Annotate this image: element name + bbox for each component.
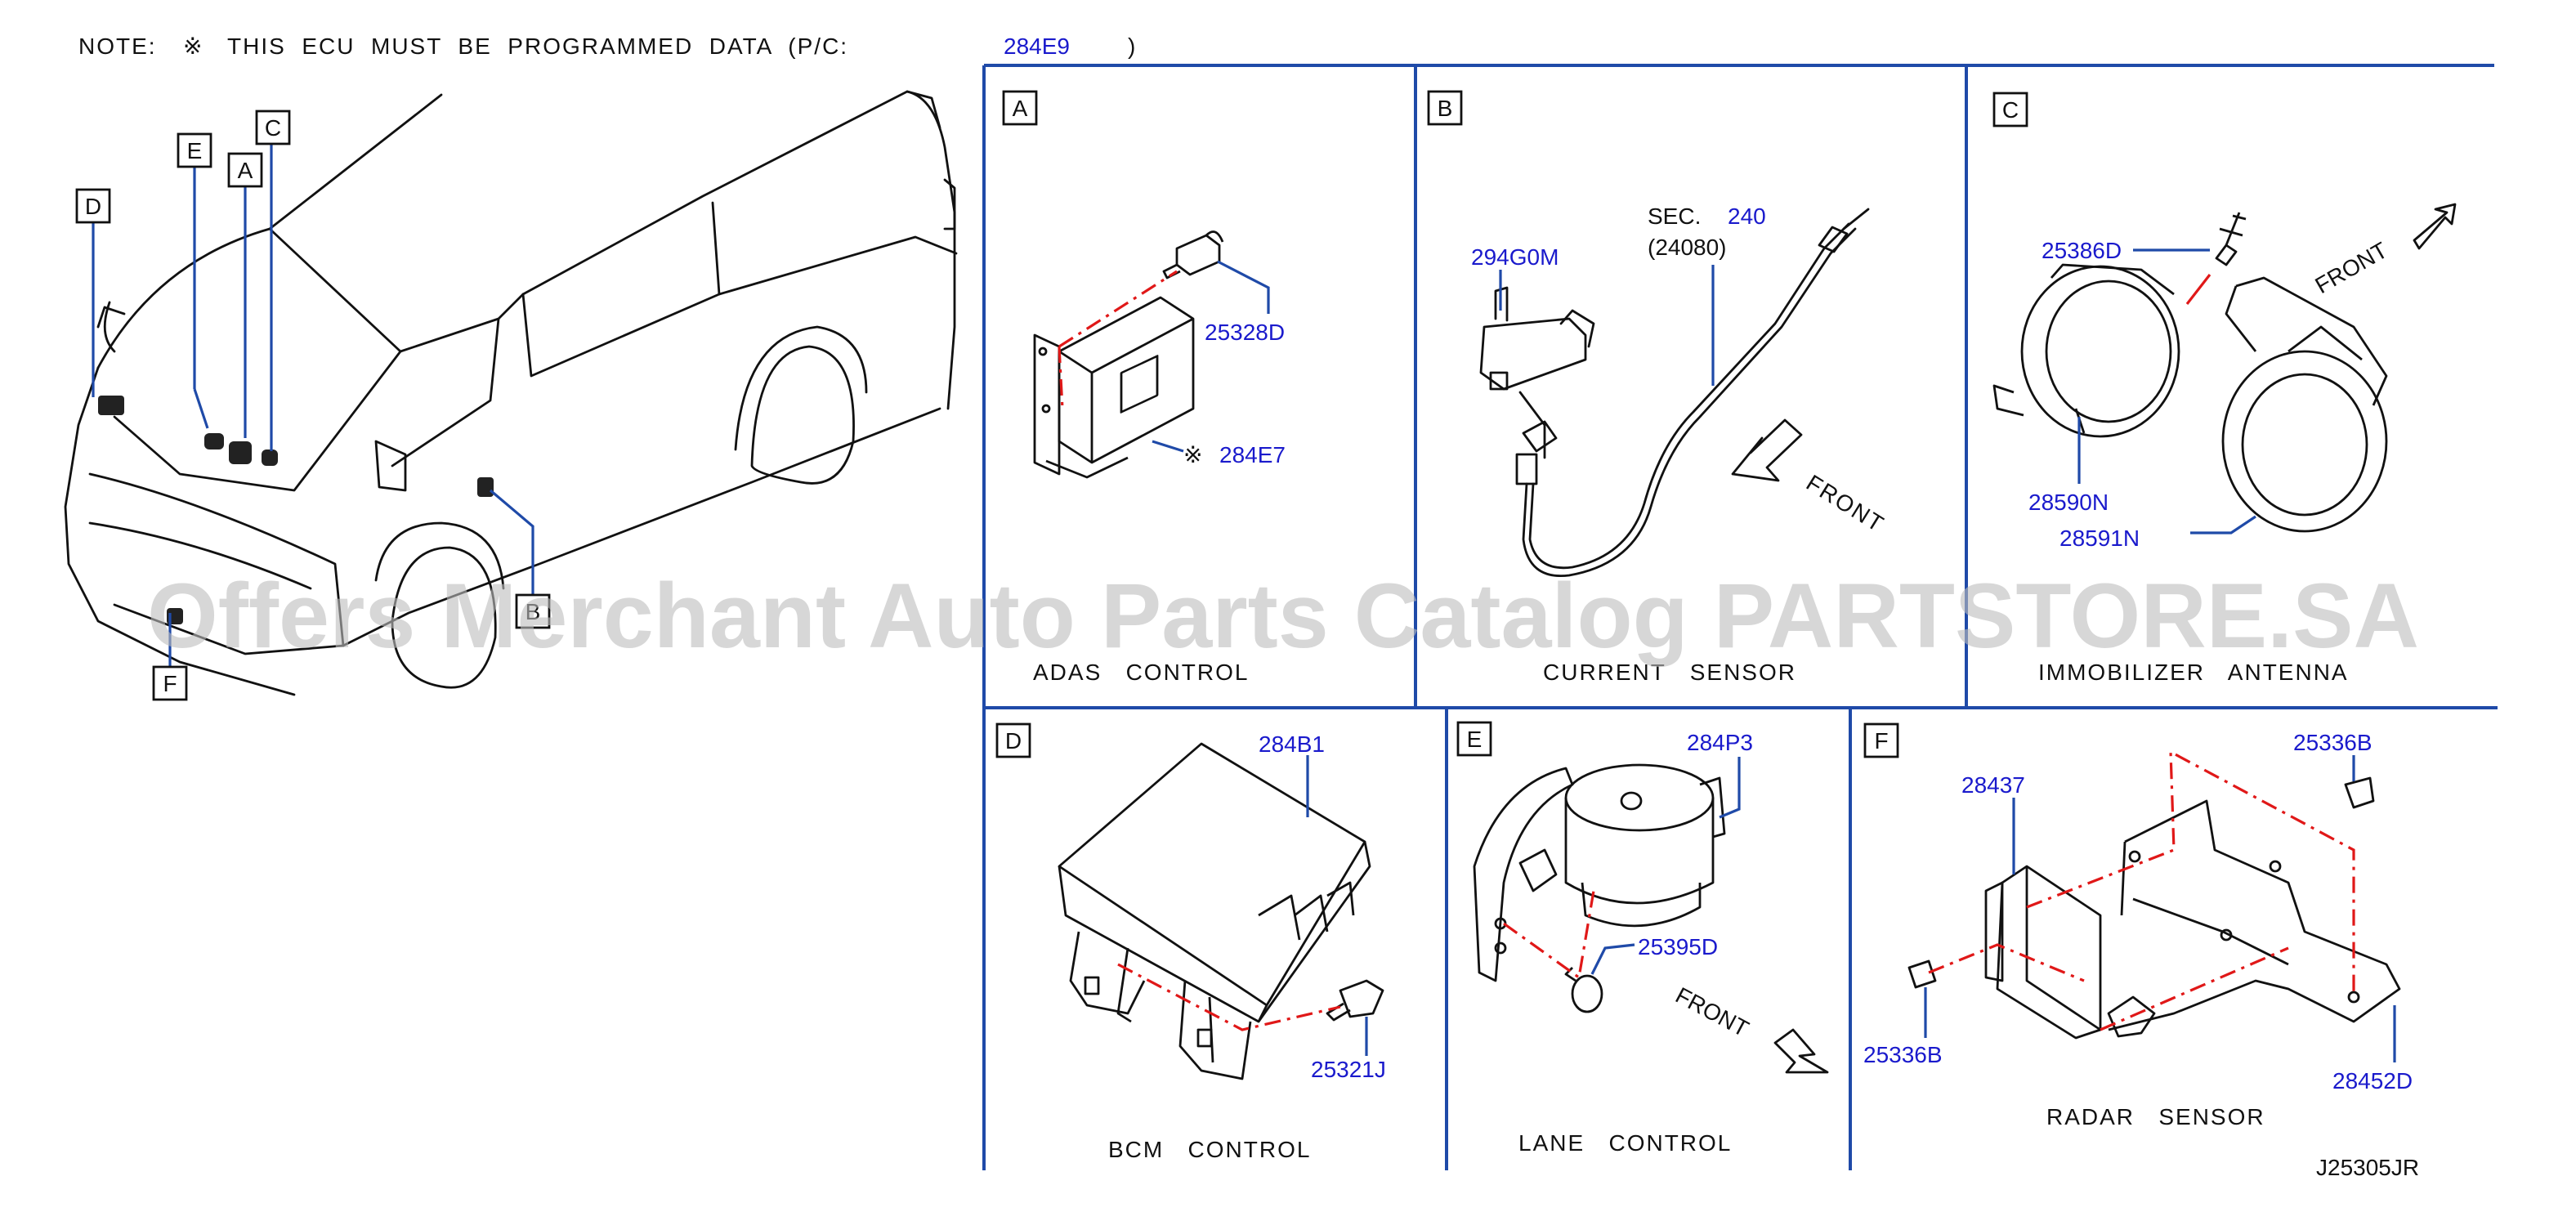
- panel-a-unit-part[interactable]: 284E7: [1219, 442, 1286, 467]
- panel-b-sensor-part[interactable]: 294G0M: [1471, 244, 1559, 270]
- panel-b-sec-label: SEC.: [1648, 204, 1701, 229]
- panel-c-ring-part[interactable]: 28590N: [2028, 490, 2109, 515]
- panel-f-nut-top-part[interactable]: 25336B: [2293, 730, 2373, 755]
- panel-e-screw-part[interactable]: 25395D: [1638, 934, 1718, 959]
- callout-d[interactable]: D: [85, 194, 101, 219]
- panel-d-letter: D: [1005, 728, 1022, 754]
- van-callout-boxes: [75, 110, 551, 701]
- panel-e-camera-part[interactable]: 284P3: [1687, 730, 1753, 755]
- callout-e[interactable]: E: [187, 138, 203, 163]
- panel-b-letter: B: [1438, 96, 1453, 121]
- note-text: THIS ECU MUST BE PROGRAMMED DATA (P/C:: [227, 34, 848, 59]
- note-line: NOTE: ※ THIS ECU MUST BE PROGRAMMED DATA…: [78, 34, 1137, 59]
- note-code[interactable]: 284E9: [1004, 34, 1070, 59]
- bcm-drawing: [1058, 742, 1384, 1080]
- radar-drawing: [1907, 776, 2401, 1040]
- van-overview: D E A C B F: [64, 90, 958, 701]
- panel-a: A 25328D ※ 284E7 ADAS CONTROL: [1002, 90, 1286, 685]
- callout-c[interactable]: C: [265, 115, 281, 141]
- panel-b-sec-number[interactable]: 240: [1728, 204, 1766, 229]
- callout-a[interactable]: A: [238, 158, 253, 183]
- panel-f-sensor-part[interactable]: 28437: [1961, 772, 2025, 798]
- panel-e-letter: E: [1467, 727, 1483, 752]
- panel-c-antenna-part[interactable]: 28591N: [2059, 526, 2140, 551]
- watermark: Offers Merchant Auto Parts Catalog PARTS…: [147, 565, 2419, 667]
- diagram-code: J25305JR: [2316, 1155, 2419, 1180]
- panel-d-caption: BCM CONTROL: [1108, 1137, 1311, 1162]
- panel-f: F 25336B 28437 25336B 28452D: [1863, 722, 2413, 1129]
- panel-f-bracket-part[interactable]: 28452D: [2332, 1068, 2413, 1094]
- panel-d-bolt-part[interactable]: 25321J: [1311, 1057, 1386, 1082]
- panel-c-screw-part[interactable]: 25386D: [2042, 238, 2122, 263]
- panel-d-module-part[interactable]: 284B1: [1259, 731, 1325, 757]
- panel-grid: [982, 64, 2498, 1170]
- panel-d: D 284B1 25321J BCM CONTROL: [995, 722, 1386, 1162]
- panel-f-nut-left-part[interactable]: 25336B: [1863, 1042, 1943, 1067]
- panel-b-sec-ref: (24080): [1648, 235, 1727, 260]
- panel-e-caption: LANE CONTROL: [1518, 1130, 1732, 1156]
- panel-a-caption: ADAS CONTROL: [1033, 660, 1249, 685]
- panel-b: B 294G0M SEC. 240 (24080) FRONT CURRENT …: [1427, 90, 1890, 685]
- panel-e: E 284P3 25395D FRONT LANE CONTROL: [1456, 721, 1829, 1156]
- panel-b-caption: CURRENT SENSOR: [1543, 660, 1796, 685]
- lane-camera-drawing: [1473, 763, 1829, 1074]
- callout-f[interactable]: F: [163, 671, 177, 696]
- panel-a-unit-mark: ※: [1183, 442, 1204, 467]
- callout-b[interactable]: B: [525, 599, 541, 624]
- panel-c-caption: IMMOBILIZER ANTENNA: [2038, 660, 2349, 685]
- note-prefix: NOTE:: [78, 34, 157, 59]
- adas-unit-drawing: [1033, 230, 1224, 479]
- van-drawing: [64, 90, 958, 696]
- van-leader-lines: [92, 144, 534, 667]
- panel-a-letter: A: [1013, 96, 1028, 121]
- note-mark: ※: [183, 34, 203, 59]
- panel-f-letter: F: [1874, 728, 1888, 754]
- panel-a-bolt-part[interactable]: 25328D: [1205, 320, 1285, 345]
- panel-c-front-label: FRONT: [2311, 237, 2392, 298]
- panel-f-caption: RADAR SENSOR: [2046, 1104, 2265, 1129]
- panel-e-front-label: FRONT: [1671, 982, 1753, 1042]
- panel-b-front-label: FRONT: [1802, 470, 1890, 538]
- note-suffix: ): [1128, 34, 1137, 59]
- panel-c-letter: C: [2002, 97, 2019, 123]
